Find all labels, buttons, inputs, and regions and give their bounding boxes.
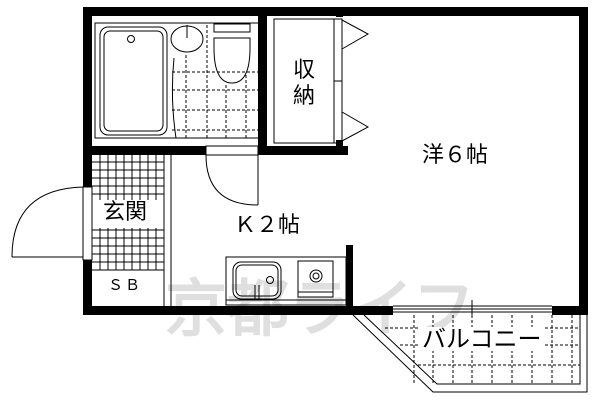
stove-icon [297,260,334,298]
kitchen-counter [225,256,347,306]
storage [273,18,370,144]
storage-label: 収 納 [293,58,315,110]
kitchen-label: Ｋ２帖 [234,213,301,238]
walls [83,7,588,315]
bathroom-door [205,145,259,206]
bathroom [94,22,260,139]
storage-label-line1: 収 [293,58,316,83]
storage-label-line2: 納 [293,84,316,109]
shoe-box-label: ＳＢ [108,276,143,294]
sink-icon [232,261,282,300]
entrance-door-swing [11,186,84,258]
balcony-label: バルコニー [420,325,544,353]
western-room-label: 洋６帖 [422,143,489,168]
balcony-window [393,300,552,315]
entrance-label: 玄関 [100,201,151,225]
toilet-icon [213,23,251,84]
bathtub-icon [99,26,168,136]
